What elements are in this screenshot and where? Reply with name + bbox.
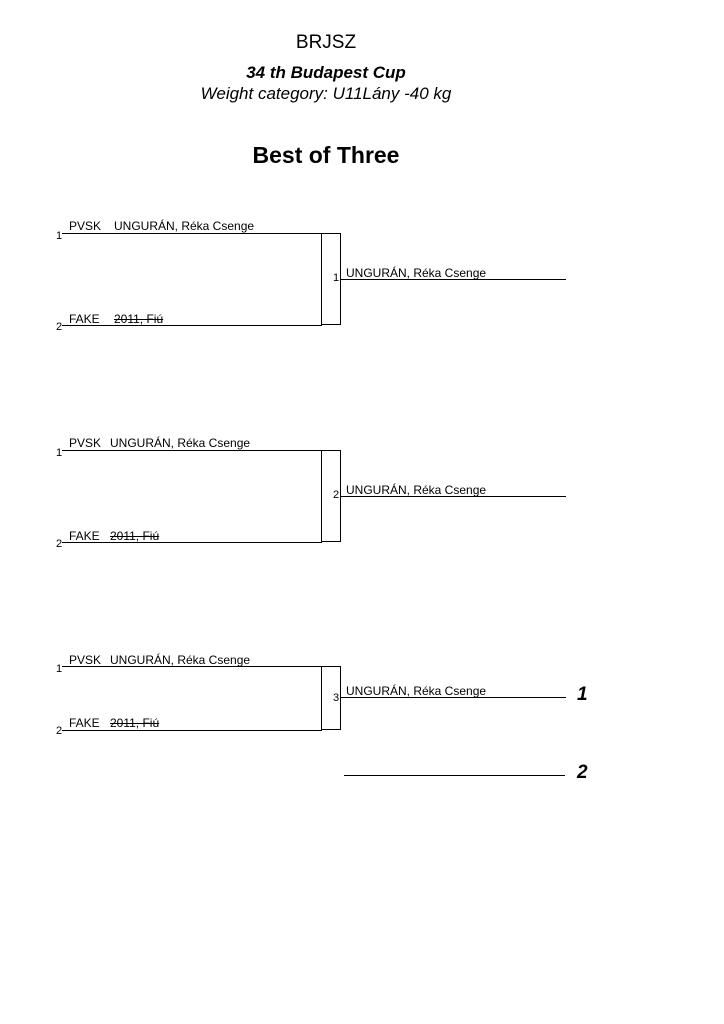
winner-name: UNGURÁN, Réka Csenge bbox=[346, 684, 487, 698]
winner-name: UNGURÁN, Réka Csenge bbox=[346, 483, 487, 497]
weight-category: Weight category: U11Lány -40 kg bbox=[200, 84, 452, 103]
slot-number: 2 bbox=[56, 538, 63, 550]
athlete-club: FAKE bbox=[69, 716, 100, 730]
athlete-name: UNGURÁN, Réka Csenge bbox=[110, 436, 251, 450]
athlete-name: UNGURÁN, Réka Csenge bbox=[114, 219, 255, 233]
bout-number: 3 bbox=[333, 692, 340, 704]
athlete-line bbox=[62, 450, 322, 451]
place-rank-1: 1 bbox=[577, 684, 588, 705]
winner-line bbox=[341, 279, 566, 280]
athlete-name: 2011, Fiú bbox=[110, 529, 160, 543]
winner-name: UNGURÁN, Réka Csenge bbox=[346, 266, 487, 280]
athlete-club: PVSK bbox=[69, 653, 102, 667]
winner-line bbox=[341, 697, 566, 698]
slot-number: 2 bbox=[56, 321, 63, 333]
place-rank-2: 2 bbox=[577, 762, 588, 783]
slot-number: 1 bbox=[56, 663, 63, 675]
bout-2: 1 PVSK UNGURÁN, Réka Csenge 2 UNGURÁN, R… bbox=[0, 436, 724, 550]
slot-number: 2 bbox=[56, 725, 63, 737]
athlete-name: 2011, Fiú bbox=[110, 716, 160, 730]
athlete-name: 2011, Fiú bbox=[114, 312, 164, 326]
bout-number: 2 bbox=[333, 489, 340, 501]
event-title: 34 th Budapest Cup bbox=[246, 63, 406, 82]
place-2-line bbox=[344, 775, 565, 776]
format-title: Best of Three bbox=[252, 142, 400, 168]
athlete-club: FAKE bbox=[69, 312, 100, 326]
slot-number: 1 bbox=[56, 447, 63, 459]
athlete-line bbox=[62, 730, 322, 731]
athlete-club: PVSK bbox=[69, 219, 102, 233]
athlete-line bbox=[62, 666, 322, 667]
athlete-club: FAKE bbox=[69, 529, 100, 543]
bout-bracket bbox=[321, 233, 341, 325]
bout-3: 1 PVSK UNGURÁN, Réka Csenge 3 UNGURÁN, R… bbox=[0, 653, 724, 766]
bout-bracket bbox=[321, 450, 341, 542]
bout-bracket bbox=[321, 666, 341, 730]
athlete-line bbox=[62, 542, 322, 543]
athlete-line bbox=[62, 233, 322, 234]
bout-1: 1 PVSK UNGURÁN, Réka Csenge 1 UNGURÁN, R… bbox=[0, 219, 724, 333]
organization-title: BRJSZ bbox=[295, 32, 357, 53]
athlete-name: UNGURÁN, Réka Csenge bbox=[110, 653, 251, 667]
slot-number: 1 bbox=[56, 230, 63, 242]
athlete-line bbox=[62, 325, 322, 326]
winner-line bbox=[341, 496, 566, 497]
athlete-club: PVSK bbox=[69, 436, 102, 450]
bout-number: 1 bbox=[333, 272, 340, 284]
